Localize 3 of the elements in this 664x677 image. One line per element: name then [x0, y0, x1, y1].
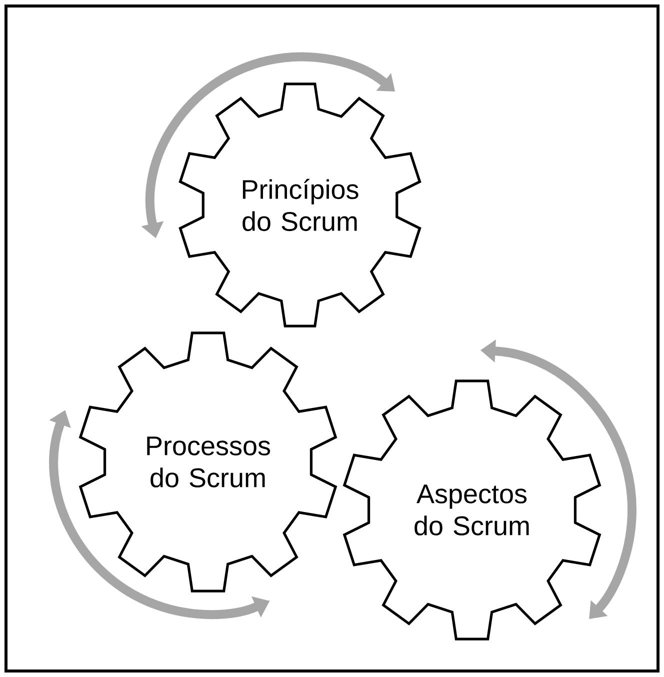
- gear: Processos do Scrum: [78, 332, 338, 592]
- gear: Princípios do Scrum: [178, 82, 422, 328]
- gear: Aspectos do Scrum: [342, 380, 602, 640]
